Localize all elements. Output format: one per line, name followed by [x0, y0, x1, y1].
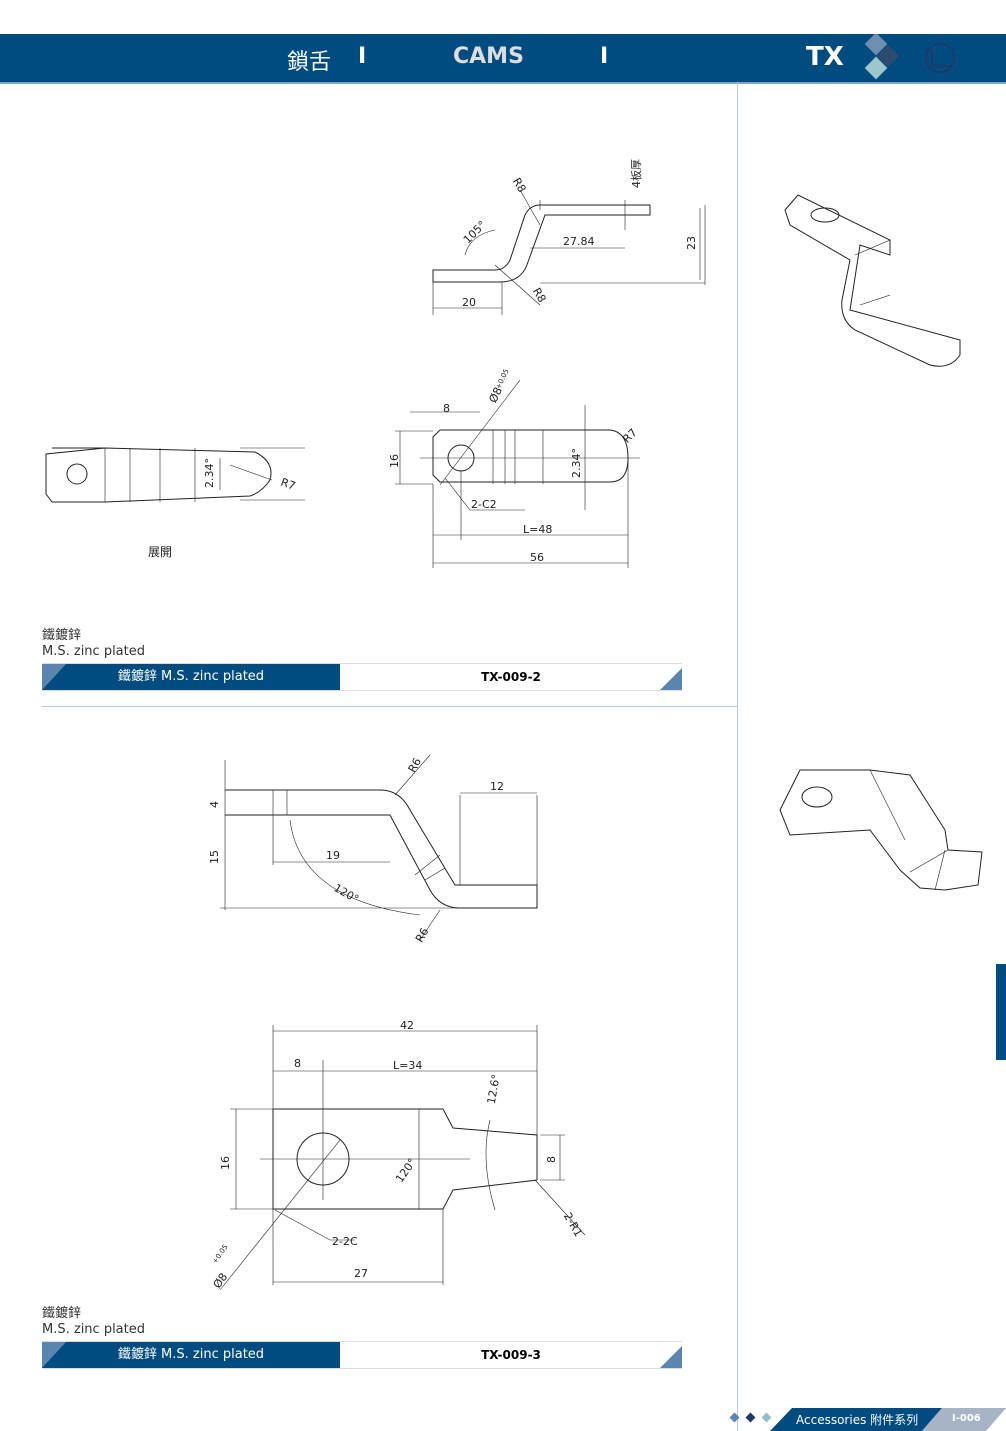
dim-r8-top: R8 [510, 176, 529, 195]
flat-dim-taper: 2.34° [203, 458, 216, 488]
dim-16: 16 [388, 454, 401, 468]
iso-view-tx-009-2 [784, 194, 961, 367]
dim-L: L=34 [393, 1059, 422, 1072]
header-title-en: CAMS [453, 44, 524, 69]
dim-L: L=48 [523, 523, 552, 536]
flat-pattern-label: 展開 [148, 545, 172, 559]
dim-hole: Ø8 [211, 1271, 231, 1291]
dim-angle-120: 120° [332, 881, 361, 906]
dim-4: 4 [208, 801, 221, 808]
dim-27: 27 [354, 1267, 368, 1280]
footer-diamonds-icon [729, 1412, 772, 1423]
header-title-cn: 鎖舌 [287, 50, 332, 75]
dim-r6-top: R6 [406, 756, 425, 775]
part-code: TX-009-2 [481, 670, 541, 684]
dim-chamfer: 2-C2 [471, 498, 497, 511]
dim-19: 19 [326, 849, 340, 862]
material-en: M.S. zinc plated [42, 644, 145, 659]
dim-tolerance: +0.05 [494, 368, 510, 391]
dim-total: 56 [530, 551, 544, 564]
side-tab [996, 964, 1006, 1060]
dim-12: 12 [490, 780, 504, 793]
dim-8: 8 [294, 1057, 301, 1070]
dim-width: 20 [462, 296, 476, 309]
spec-material: 鐵鍍鋅 M.S. zinc plated [42, 664, 340, 690]
header-separator: I [358, 44, 367, 69]
dim-42: 42 [400, 1019, 414, 1032]
dim-angle-120b: 120° [393, 1156, 419, 1185]
part-code: TX-009-3 [481, 1348, 541, 1362]
dim-taper: 2.34° [570, 448, 583, 478]
dim-height: 23 [685, 236, 698, 250]
section-divider [42, 706, 737, 707]
dim-r6-bottom: R6 [413, 926, 432, 945]
dim-r8-bottom: R8 [530, 286, 549, 305]
dim-h8: 8 [545, 1156, 558, 1163]
dim-16: 16 [219, 1156, 232, 1170]
dim-angle: 105° [461, 218, 489, 246]
spec-material: 鐵鍍鋅 M.S. zinc plated [42, 1342, 340, 1368]
dim-length: 27.84 [563, 235, 595, 248]
logo-icon [864, 34, 955, 80]
material-en: M.S. zinc plated [42, 1322, 145, 1337]
dim-chamfer: 2-2C [332, 1235, 358, 1248]
drawing-tx-009-3: R6 12 4 15 19 120° R6 42 8 L=34 12.6° 16… [208, 754, 586, 1291]
header-bar: 鎖舌 I CAMS I TX [0, 34, 1006, 84]
iso-view-tx-009-3 [779, 769, 983, 891]
dim-thickness: 4板厚 [629, 159, 643, 188]
dim-15: 15 [208, 850, 221, 864]
header-separator: I [600, 44, 609, 69]
flat-dim-r7: R7 [279, 476, 297, 493]
dim-8: 8 [443, 402, 450, 415]
drawing-tx-009-2: R8 105° 27.84 4板厚 23 20 R8 8 Ø8 +0.05 16… [45, 159, 706, 568]
material-text: 鐵鍍鋅 M.S. zinc plated [42, 628, 145, 660]
material-cn: 鐵鍍鋅 [42, 628, 82, 643]
footer-section: Accessories 附件系列 [796, 1413, 919, 1427]
dim-r7: R7 [620, 426, 640, 446]
page-number: I-006 [952, 1413, 981, 1424]
column-divider [737, 82, 738, 1431]
spec-bar: 鐵鍍鋅 M.S. zinc plated TX-009-3 [42, 1341, 682, 1369]
dim-tolerance: +0.05 [211, 1243, 230, 1265]
material-text: 鐵鍍鋅 M.S. zinc plated [42, 1306, 145, 1338]
dim-12-6: 12.6° [485, 1073, 503, 1105]
spec-bar: 鐵鍍鋅 M.S. zinc plated TX-009-2 [42, 663, 682, 691]
dim-r1: 2-R1 [561, 1210, 585, 1239]
header-code: TX [806, 42, 844, 72]
material-cn: 鐵鍍鋅 [42, 1306, 82, 1321]
dim-hole: Ø8 [486, 385, 504, 405]
footer-bar: Accessories 附件系列 I-006 [770, 1408, 1006, 1431]
